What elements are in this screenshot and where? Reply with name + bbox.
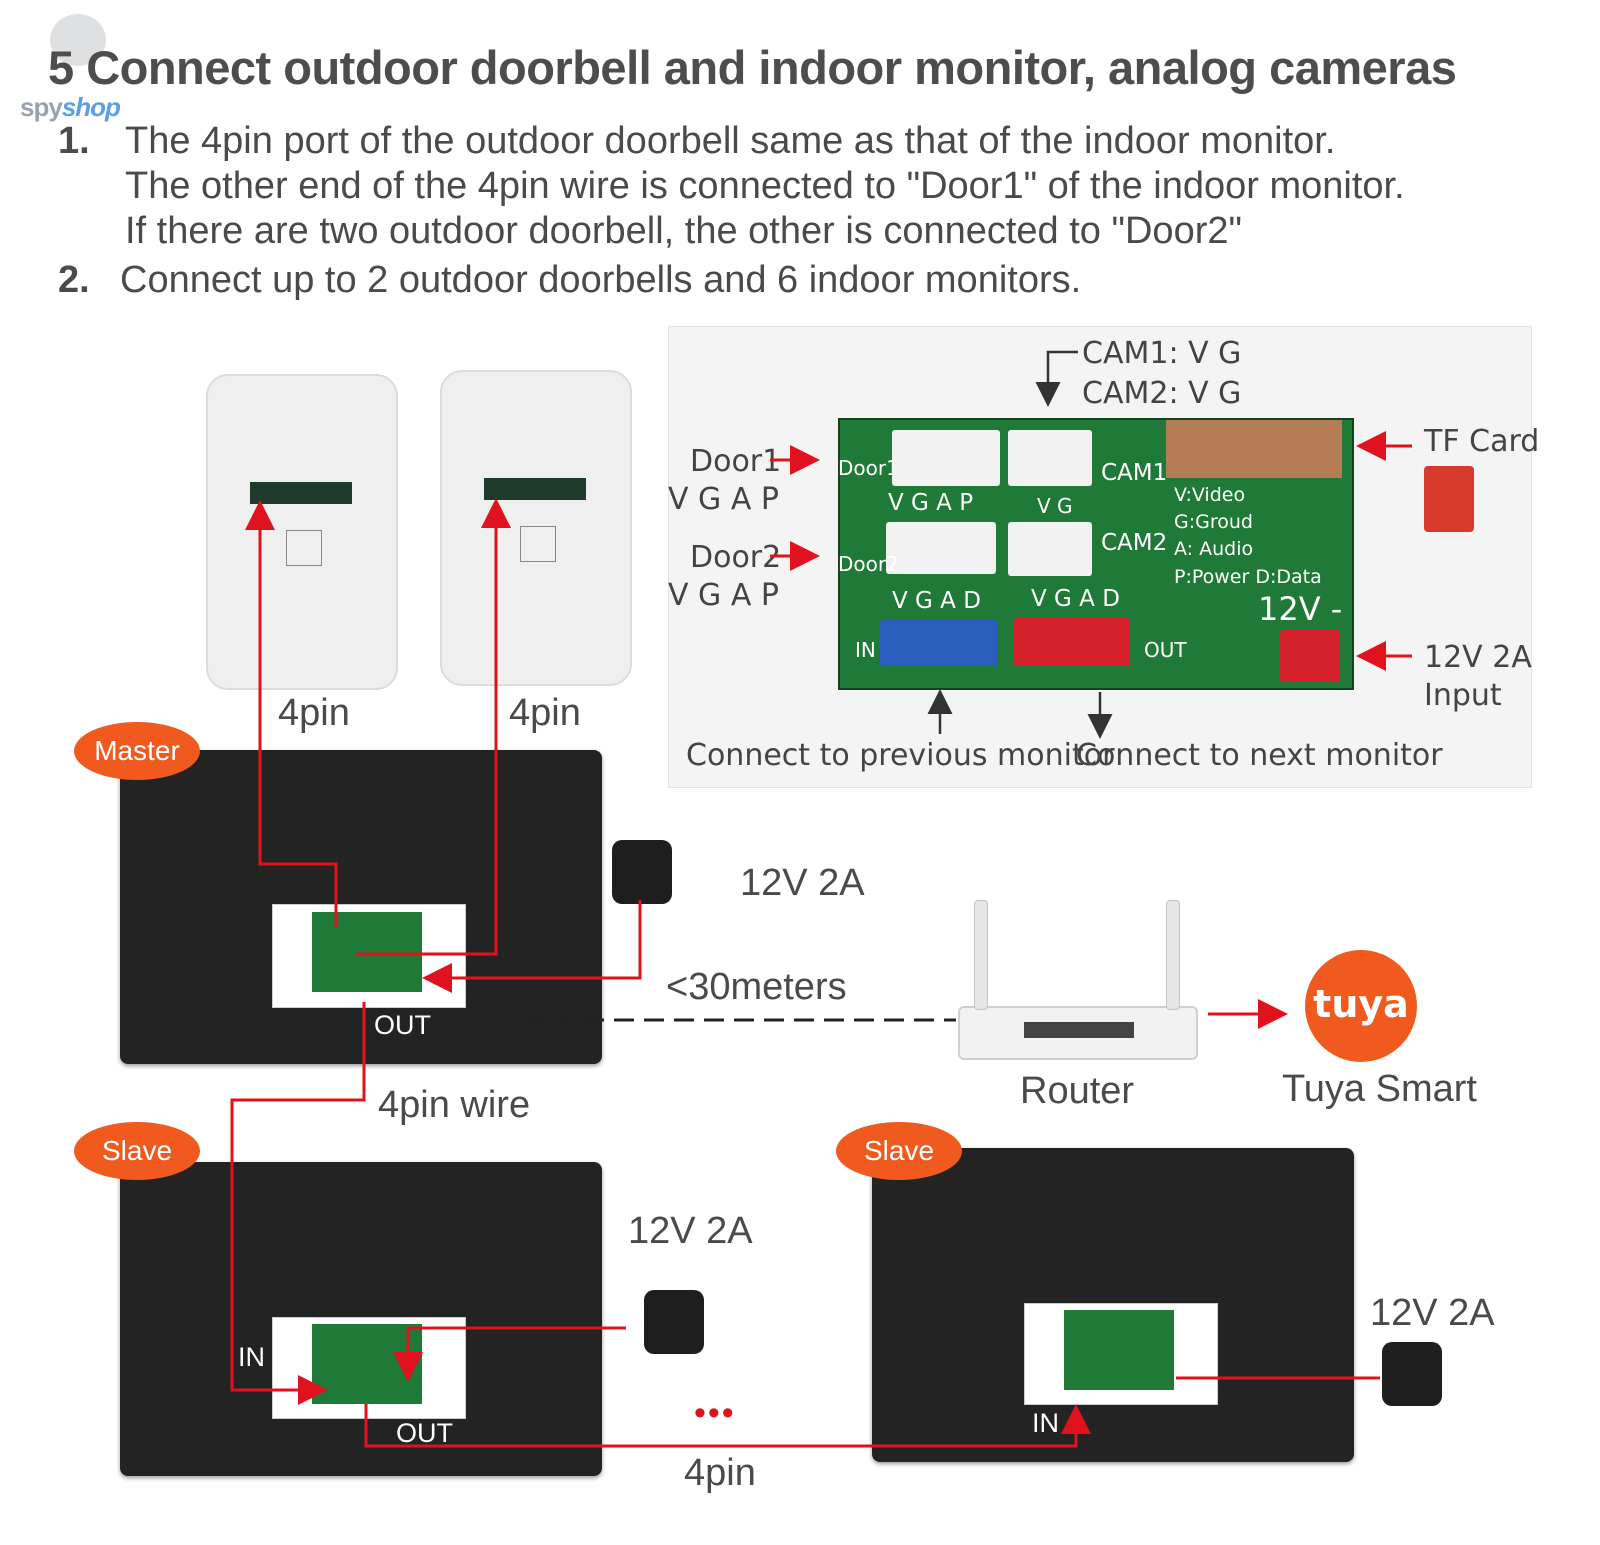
pcb-door2-label: Door2 bbox=[838, 552, 899, 576]
out-connector bbox=[1014, 618, 1130, 666]
door1-pins-label: V G A P bbox=[668, 482, 779, 517]
cam1-label: CAM1: V G bbox=[1082, 336, 1242, 371]
pcb-door1-pins: V G A P bbox=[888, 490, 974, 516]
pcb-legend-video: V:Video bbox=[1174, 484, 1246, 506]
master-monitor bbox=[120, 750, 602, 1064]
power-connector bbox=[1280, 630, 1340, 682]
slave-1-in-label: IN bbox=[238, 1342, 265, 1372]
master-to-slave-1-wire bbox=[230, 1002, 366, 1405]
slave-monitor-2 bbox=[872, 1148, 1354, 1462]
doorbell-1-4pin-label: 4pin bbox=[278, 692, 350, 734]
watermark-logo-icon bbox=[50, 14, 106, 66]
pcb-legend-ground: G:Groud bbox=[1174, 511, 1253, 533]
cam-arrow bbox=[1035, 350, 1078, 407]
bottom-4pin-label: 4pin bbox=[684, 1452, 756, 1494]
more-monitors-dots: ••• bbox=[694, 1394, 736, 1432]
power-adapter-slave-2-icon bbox=[1382, 1342, 1442, 1406]
pcb-out-label: OUT bbox=[1144, 638, 1187, 662]
master-power-label: 12V 2A bbox=[740, 862, 865, 904]
step-1-line-1: The 4pin port of the outdoor doorbell sa… bbox=[125, 120, 1336, 162]
door2-label: Door2 bbox=[690, 540, 782, 575]
master-tag: Master bbox=[74, 722, 200, 780]
pcb-cam1-label: CAM1 bbox=[1101, 460, 1168, 486]
power-input-label-2: Input bbox=[1424, 678, 1502, 713]
power-input-label-1: 12V 2A bbox=[1424, 640, 1532, 675]
4pin-wire-label: 4pin wire bbox=[378, 1084, 531, 1126]
pcb-cam1-pins: V G bbox=[1037, 494, 1073, 518]
slave-2-in-label: IN bbox=[1032, 1408, 1059, 1438]
pcb-legend-audio: A: Audio bbox=[1174, 538, 1254, 560]
in-connector bbox=[880, 620, 998, 666]
router-label: Router bbox=[1020, 1070, 1135, 1112]
pcb-cam2-label: CAM2 bbox=[1101, 530, 1168, 556]
master-out-label: OUT bbox=[374, 1010, 431, 1040]
cam2-label: CAM2: V G bbox=[1082, 376, 1242, 411]
cam2-connector bbox=[1008, 522, 1092, 576]
power-adapter-master-icon bbox=[612, 840, 672, 904]
slave-1-tag: Slave bbox=[74, 1122, 200, 1180]
distance-label: <30meters bbox=[666, 966, 847, 1008]
connect-next-label: Connect to next monitor bbox=[1076, 738, 1443, 773]
slave-1-power-label: 12V 2A bbox=[628, 1210, 753, 1252]
slave-2-power-label: 12V 2A bbox=[1370, 1292, 1495, 1334]
router-antenna-right bbox=[1166, 900, 1180, 1010]
power-adapter-slave-1-icon bbox=[644, 1290, 704, 1354]
cam1-connector bbox=[1008, 430, 1092, 486]
door2-connector bbox=[886, 522, 996, 574]
slave-1-out-label: OUT bbox=[396, 1418, 453, 1448]
doorbell-2-wire bbox=[356, 498, 511, 956]
pcb-12v-label: 12V - bbox=[1258, 590, 1343, 628]
pcb-in-label: IN bbox=[855, 638, 876, 662]
pcb-door2-pins: V G A D bbox=[892, 588, 981, 614]
doorbell-2-4pin-label: 4pin bbox=[509, 692, 581, 734]
slave-1-to-slave-2-wire bbox=[364, 1404, 1091, 1448]
doorbell-1-wire bbox=[245, 500, 338, 928]
outdoor-doorbell-2 bbox=[440, 370, 632, 686]
slave-1-power-wire bbox=[393, 1326, 626, 1382]
step-1-line-3: If there are two outdoor doorbell, the o… bbox=[125, 210, 1242, 252]
router-icon bbox=[958, 1006, 1198, 1060]
router-antenna-left bbox=[974, 900, 988, 1010]
outdoor-doorbell-1 bbox=[206, 374, 398, 690]
step-2-number: 2. bbox=[58, 259, 90, 301]
tuya-smart-label: Tuya Smart bbox=[1282, 1068, 1477, 1110]
page-title: 5 Connect outdoor doorbell and indoor mo… bbox=[48, 41, 1457, 94]
tf-card-label: TF Card bbox=[1424, 424, 1540, 459]
pcb-legend-power-data: P:Power D:Data bbox=[1174, 566, 1322, 588]
step-2-line-1: Connect up to 2 outdoor doorbells and 6 … bbox=[120, 259, 1082, 301]
pcb-cam2-pins: V G A D bbox=[1031, 586, 1120, 612]
tf-card-icon bbox=[1424, 466, 1474, 532]
tuya-logo: tuya bbox=[1305, 950, 1417, 1062]
master-power-wire bbox=[422, 900, 642, 993]
connect-previous-label: Connect to previous monitor bbox=[686, 738, 1115, 773]
door1-connector bbox=[892, 430, 1000, 486]
watermark: spyshop bbox=[20, 92, 121, 122]
step-1-line-2: The other end of the 4pin wire is connec… bbox=[125, 165, 1405, 207]
slave-2-tag: Slave bbox=[836, 1122, 962, 1180]
tf-card-slot bbox=[1166, 420, 1342, 478]
door1-label: Door1 bbox=[690, 444, 782, 479]
pcb-door1-label: Door1 bbox=[838, 456, 899, 480]
step-1-number: 1. bbox=[58, 120, 90, 162]
door2-pins-label: V G A P bbox=[668, 578, 779, 613]
